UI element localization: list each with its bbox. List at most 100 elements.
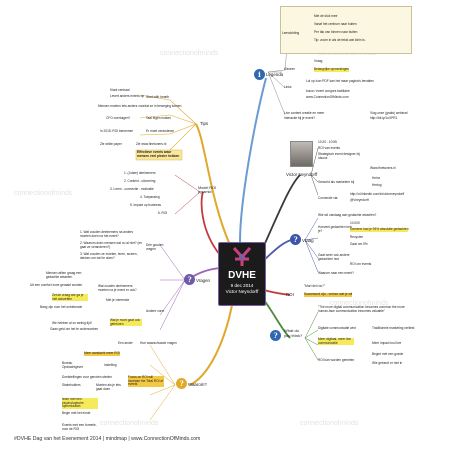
whatdo-item: "The more digital communication becomes … — [318, 305, 405, 313]
victor-item[interactable]: @Vneyndorff — [350, 198, 369, 202]
legenda-links-label: Links — [284, 85, 292, 89]
whatdo-item: Digitale communicatie wint — [318, 326, 356, 330]
waarom-item: Events met een formele, voor de ROI — [62, 423, 97, 431]
tips-item: Mensen moeten iets anders voordat ze in … — [98, 104, 182, 108]
tips-item[interactable]: Zie www.finetuners.nl — [136, 142, 167, 146]
vraag-icon: ? — [290, 234, 301, 245]
center-title: DVHE — [228, 270, 256, 281]
legenda-vraag-link[interactable]: http://bit.ly/1oXPR1 — [370, 116, 398, 120]
vragen-item: Gaan geld om het te onderzoeken — [50, 327, 99, 331]
vragen-item: 3. Wat zouden ze moeten, leren, snaren, … — [80, 252, 138, 260]
roi-label: ROI — [286, 292, 294, 297]
vragen-item: Met je roterende — [106, 298, 130, 302]
tips-item: Er moet veranderen — [146, 129, 175, 133]
legenda-item: Tip: zoom in als de tekst wat klein is. — [314, 38, 366, 42]
waarom-item: Een ander — [118, 341, 133, 345]
victor-photo — [290, 141, 313, 167]
vraag-item: Gemene had je 95% absolutie gedachten — [350, 227, 409, 232]
vragen-icon: ? — [184, 274, 195, 285]
tips-label: Tips — [200, 121, 209, 126]
tips-item: In 2015: ROI benennen — [100, 129, 134, 133]
vraag-item: Hoeveel gedachten heb je? — [318, 225, 352, 233]
victor-label: Victor Neyndorff — [286, 172, 318, 177]
waarom-item: Instelling — [104, 363, 117, 367]
tips-item: Start with hearth — [146, 95, 170, 99]
legenda-link[interactable]: bouw / event congres facilitaire — [306, 89, 350, 93]
vragen-item: Wat zouden deelnemers moeten na je event… — [98, 284, 137, 292]
victor-item: Heinz — [372, 176, 381, 180]
victor-item[interactable]: Www.finetuners.nl — [370, 166, 396, 170]
central-topic: DVHE 9 dec 2014 Victor Neyndorff — [218, 242, 266, 306]
vragen-item: Zet de vraag wie ga je niet aanzetten — [52, 293, 88, 302]
vraag-item: Gaat om 5% — [350, 242, 368, 246]
vragen-item: Drie gouden vragen — [146, 243, 164, 251]
vraag-item: Wie wil vandaag aan gedachte wisselen? — [318, 213, 377, 217]
watermark: connectionofminds — [100, 420, 159, 427]
waarom-item: Meer aandacht meer ROI — [84, 351, 120, 356]
tips-item-highlight: Effectieve events waar mensen veel plezi… — [137, 150, 180, 158]
whatdo-item: Begint met een goede — [372, 352, 404, 356]
waarom-item: Stakeholders — [62, 383, 81, 387]
waarom-item: Doelstellingen voor genoten steden — [62, 375, 112, 379]
legenda-vraag-link[interactable]: Vlog onze (gratis) webinar! — [370, 111, 408, 115]
tips-item: Klant centraal — [110, 88, 130, 92]
whatdo-item: Meer digitaal, meer live communicatie — [318, 337, 354, 346]
victor-item: Strategisch event designer bij Idsoos — [318, 152, 360, 160]
model-item: 2. Content - uitvoering — [124, 179, 156, 183]
roi-item: Successvol zijn - verloor wat je wil — [304, 292, 353, 297]
legenda-kleur: Belangrijke opmerkingen — [314, 67, 350, 72]
vraag-item: Recyclen — [350, 235, 364, 239]
waarom-item: Hoe waarschuwde vragen — [140, 341, 177, 345]
whatdo-item: Wie gebeurt er niet in — [372, 361, 403, 365]
victor-item[interactable]: http://nl.linkedin.com/in/victorneyndorf… — [350, 192, 405, 196]
tips-item: Taal eigen maken — [146, 116, 171, 120]
vraag-item: ROI om events — [350, 262, 372, 266]
victor-item: 10:20 - 10:55 — [318, 140, 337, 144]
model-item: 3. Leren - connectie - motivatie — [110, 187, 154, 191]
model-item: 6. ROI — [158, 211, 168, 215]
waarom-label: Waarom? — [188, 382, 207, 387]
dvhe-logo-icon — [232, 247, 252, 266]
vragen-item: 2. Waarom doen mensen dat nu al niet? (e… — [80, 241, 143, 249]
center-author: Victor Neyndorff — [225, 289, 259, 294]
waarom-item: Focus on ROI will increase the Total ROI… — [128, 375, 164, 387]
whatdo-item: ROI kan worden gemeten — [318, 358, 355, 362]
legenda-read-box — [280, 6, 412, 54]
vragen-item: Mensen willen graag een gedachte wissele… — [46, 271, 82, 279]
model-item: 4. Toepassing — [140, 195, 160, 199]
victor-item: Connectie via: — [318, 196, 339, 200]
legenda-live: Interactie bij je event? — [284, 116, 316, 120]
legenda-item: Vanaf het centrum naar buiten — [314, 22, 357, 26]
legenda-item: Per tak van binnen naar buiten — [314, 30, 358, 34]
watermark: connectionofminds — [160, 50, 219, 57]
vragen-item: We hebben al zo weinig tijd! — [52, 321, 92, 325]
legenda-link[interactable]: Lol op icon PDF kan het maar pagina's be… — [306, 79, 374, 83]
legenda-leesrichting: Leesrichting — [282, 31, 300, 35]
whatdo-label: What do you think? — [284, 328, 303, 338]
tips-item: Zie white paper — [100, 142, 122, 146]
roi-item: "Mort del rou?" — [304, 284, 326, 288]
watermark: connectionofminds — [330, 300, 389, 307]
vragen-item: 1. Wat zouden deelnemers na anders moete… — [80, 230, 134, 238]
vragen-item: Bang zijn voor het onbekende — [40, 305, 83, 309]
waarom-icon: ? — [176, 378, 187, 389]
vraag-label: Vraag — [302, 238, 314, 243]
tips-item: Levert anders events op — [110, 94, 145, 98]
victor-item: Geworld als marketeer bij — [318, 180, 355, 184]
vragen-item: Wat je moet gaat ook gebeuren — [110, 318, 142, 327]
legenda-link[interactable]: www.ConnectionOfMinds.com — [306, 95, 349, 99]
center-date: 9 dec 2014 — [230, 283, 254, 288]
vraag-item: Gaat weer ook andere gedachten hoe — [318, 253, 350, 261]
whatdo-item: Traditionele marketing verliest — [372, 326, 415, 330]
waarom-item: Bureau Opdrachtgever — [62, 361, 84, 369]
tips-item: CFO overtuigen? — [106, 116, 131, 120]
vraag-item: 10.000 — [350, 221, 360, 225]
watermark: connectionofminds — [300, 420, 359, 427]
legenda-kleuren: Kleuren — [284, 67, 295, 71]
legenda-live: Live content creatie en meer — [284, 111, 325, 115]
legenda-label: Legenda — [266, 72, 284, 77]
legenda-kleur: Vraag — [314, 59, 323, 63]
waarom-item: Ieder met een psychologische opmerkzaam — [62, 397, 98, 409]
